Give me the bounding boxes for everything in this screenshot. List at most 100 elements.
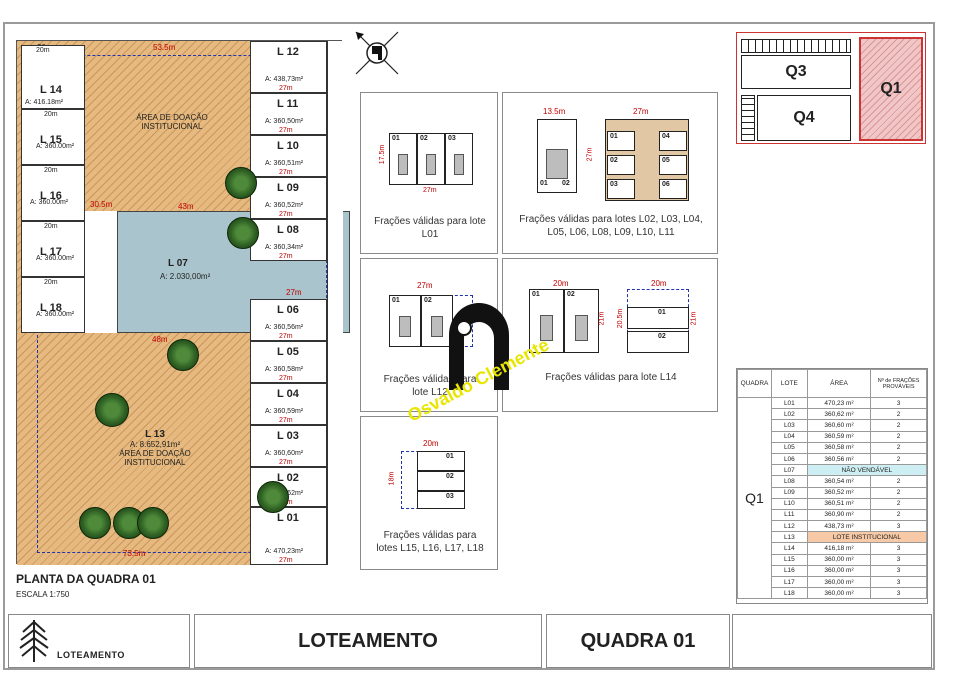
table-cell-fractions: 3 xyxy=(870,396,927,410)
donation-area-top xyxy=(85,41,250,211)
table-cell-lote: L15 xyxy=(770,553,808,566)
table-cell-lote: L08 xyxy=(770,475,808,488)
lot-name: L 05 xyxy=(277,346,299,358)
lot-dim: 27m xyxy=(279,127,293,134)
block-q3[interactable]: Q3 xyxy=(741,55,851,89)
lot-area: A: 360,50m² xyxy=(265,118,304,125)
watermark-logo xyxy=(424,280,534,410)
table-header-quadra: QUADRA xyxy=(737,369,772,398)
table-cell-fractions: 2 xyxy=(870,486,927,499)
lot-l14[interactable]: 20m L 14 A: 416.18m² xyxy=(21,45,85,109)
lot-area: A: 470,23m² xyxy=(265,548,304,555)
lot-l17-area: A: 360.00m² xyxy=(36,255,75,262)
title-block-empty xyxy=(732,614,932,668)
tree-icon xyxy=(225,167,257,199)
right-sidewalk-strip xyxy=(327,41,343,565)
lot-dim: 27m xyxy=(279,375,293,382)
lot-l07-dim-left: 30.5m xyxy=(90,200,113,209)
table-cell-lote: L02 xyxy=(770,408,808,421)
table-cell-area: 360,54 m² xyxy=(806,475,872,488)
lot-area: A: 360,52m² xyxy=(265,202,304,209)
table-cell-lote: L17 xyxy=(770,575,808,589)
block-q4[interactable]: Q4 xyxy=(757,95,851,141)
donation-area-l13 xyxy=(17,333,250,565)
table-cell-lote: L04 xyxy=(770,430,808,443)
table-cell-fractions: 3 xyxy=(870,587,927,600)
fraction-panel-l15-l18: 20m 01 02 03 18m Frações válidas para lo… xyxy=(360,416,498,570)
table-cell-fractions: 3 xyxy=(870,520,927,533)
lot-l16-area: A: 360.00m² xyxy=(30,199,69,206)
lot-dim: 27m xyxy=(279,557,293,564)
table-cell-lote: L18 xyxy=(770,587,808,600)
fraction-panel-l12: 27m 01 02 Frações válidas para lote L12 xyxy=(360,258,498,412)
lot-l15[interactable]: 20m L 15 A: 360.00m² xyxy=(21,109,85,165)
table-cell-merged: LOTE INSTITUCIONAL xyxy=(806,531,928,544)
table-cell-fractions: 2 xyxy=(870,408,927,421)
lot-l14-area: A: 416.18m² xyxy=(25,99,64,106)
lot-l13-desc: ÁREA DE DOAÇÃO INSTITUCIONAL xyxy=(119,449,191,467)
fraction-caption-l02-l11: Frações válidas para lotes L02, L03, L04… xyxy=(519,214,703,238)
lot-l17[interactable]: 20m L 17 A: 360.00m² xyxy=(21,221,85,277)
table-cell-lote: L10 xyxy=(770,497,808,510)
lot-l07-name: L 07 xyxy=(168,258,188,269)
table-cell-area: 360,00 m² xyxy=(806,587,872,600)
block-q1[interactable]: Q1 xyxy=(859,37,923,141)
lot-area: A: 360,34m² xyxy=(265,244,304,251)
fraction-caption-l12: Frações válidas para lote L12 xyxy=(383,374,477,398)
lot-l18-name: L 18 xyxy=(40,302,62,314)
lot-l18[interactable]: 20m L 18 A: 360.00m² xyxy=(21,277,85,333)
tree-icon xyxy=(79,507,111,539)
table-cell-area: 438,73 m² xyxy=(806,520,872,533)
table-header-area: ÁREA xyxy=(806,369,872,398)
table-cell-fractions: 2 xyxy=(870,419,927,432)
lot-l15-dim: 20m xyxy=(44,111,58,118)
lot-l16[interactable]: 20m L 16 A: 360.00m² xyxy=(21,165,85,221)
lot-l17-name: L 17 xyxy=(40,246,62,258)
lot-l18-area: A: 360.00m² xyxy=(36,311,75,318)
lot-area: A: 360,56m² xyxy=(265,324,304,331)
tree-logo-icon xyxy=(19,620,49,662)
lot-l07-area: A: 2.030,00m² xyxy=(160,272,211,281)
donation-area-top-label: ÁREA DE DOAÇÃO INSTITUCIONAL xyxy=(136,113,208,131)
lot-name: L 06 xyxy=(277,304,299,316)
lot-l06[interactable]: L 06 A: 360,56m² 27m xyxy=(250,299,327,341)
table-cell-area: 360,59 m² xyxy=(806,430,872,443)
table-cell-fractions: 2 xyxy=(870,452,927,466)
lot-dim: 27m xyxy=(279,253,293,260)
title-block-logo: LOTEAMENTO xyxy=(8,614,190,668)
site-plan: ÁREA DE DOAÇÃO INSTITUCIONAL L 07 A: 2.0… xyxy=(16,40,350,565)
lot-l13-label: L 13 A: 8.652,91m² ÁREA DE DOAÇÃO INSTIT… xyxy=(105,429,205,467)
lot-l07-dim-top: 43m xyxy=(178,202,194,211)
table-cell-area: 360,58 m² xyxy=(806,441,872,454)
lot-name: L 04 xyxy=(277,388,299,400)
lot-l13-area: A: 8.652,91m² xyxy=(129,440,181,449)
lot-dim: 27m xyxy=(279,85,293,92)
logo-wordmark: LOTEAMENTO xyxy=(57,650,125,660)
table-cell-area: 360,56 m² xyxy=(806,452,872,466)
table-cell-area: 416,18 m² xyxy=(806,542,872,555)
lot-name: L 02 xyxy=(277,472,299,484)
title-block: QUADRA 01 xyxy=(546,614,730,668)
lot-l14-dim: 20m xyxy=(36,47,50,54)
lot-dim: 27m xyxy=(279,333,293,340)
lot-l13-dim: 48m xyxy=(152,335,168,344)
table-cell-lote: L09 xyxy=(770,486,808,499)
table-cell-area: 360,00 m² xyxy=(806,564,872,578)
